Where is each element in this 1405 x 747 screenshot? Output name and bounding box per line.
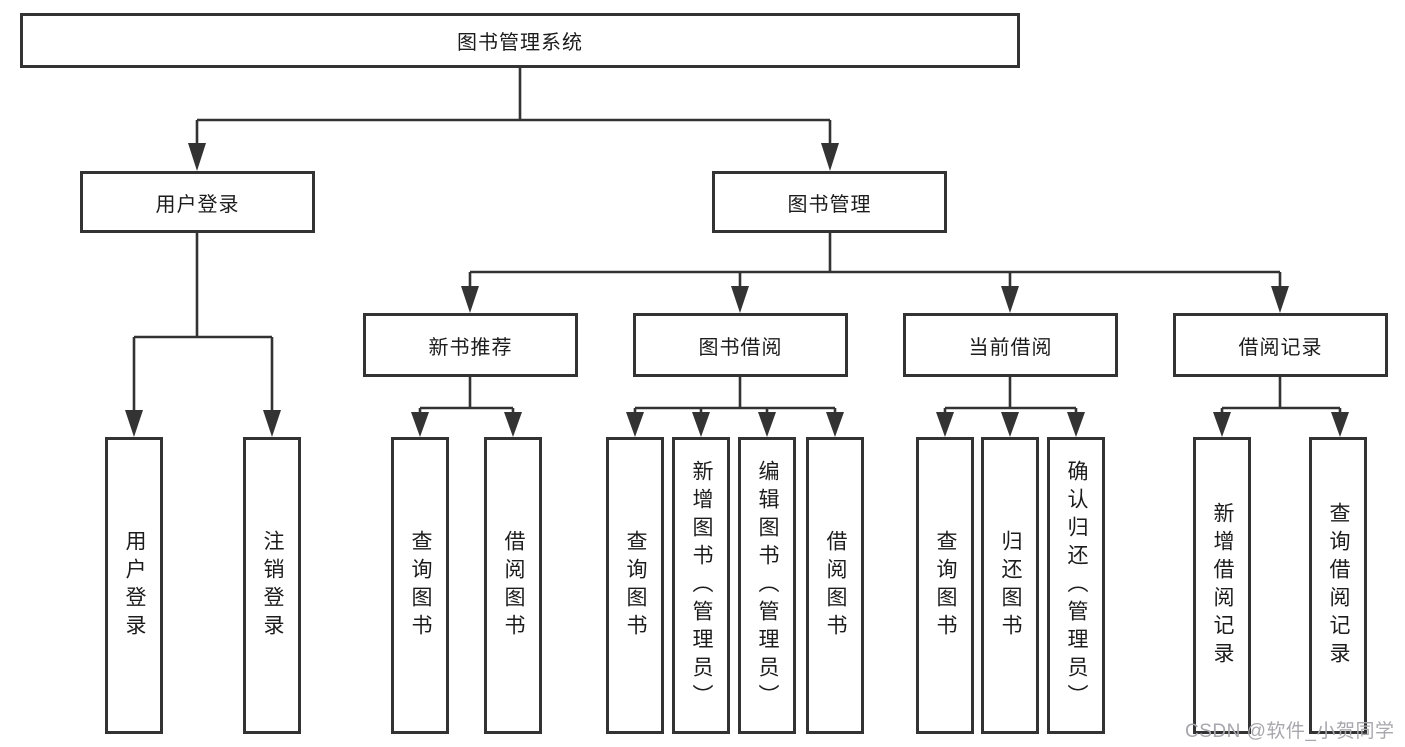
arrow-down-icon — [1331, 412, 1349, 437]
watermark: CSDN @软件_小贺同学 — [1185, 721, 1395, 742]
connector-current-borrowing-children — [936, 377, 1085, 437]
node-book-management: 图书管理 — [712, 171, 947, 233]
node-user-login: 用户登录 — [80, 171, 315, 233]
connector-root-to-level2 — [188, 68, 839, 171]
leaf-user-login: 用户登录 — [105, 437, 163, 734]
node-current-borrowing: 当前借阅 — [903, 313, 1118, 377]
leaf-borrow-books-2: 借阅图书 — [806, 437, 864, 734]
connector-book-borrowing-children — [626, 377, 844, 437]
node-book-borrowing: 图书借阅 — [633, 313, 848, 377]
connector-new-book-children — [411, 377, 522, 437]
leaf-return-books: 归还图书 — [981, 437, 1039, 734]
arrow-down-icon — [125, 410, 143, 437]
leaf-edit-book-admin: 编辑图书（管理员） — [738, 437, 796, 734]
connector-borrowing-records-children — [1213, 377, 1349, 437]
arrow-down-icon — [826, 412, 844, 437]
arrow-down-icon — [1271, 286, 1289, 313]
arrow-down-icon — [263, 410, 281, 437]
arrow-down-icon — [1213, 412, 1231, 437]
leaf-query-books-2: 查询图书 — [606, 437, 664, 734]
leaf-borrow-books-1: 借阅图书 — [484, 437, 542, 734]
arrow-down-icon — [731, 286, 749, 313]
connector-book-management-children — [461, 233, 1289, 313]
arrow-down-icon — [188, 143, 206, 171]
arrow-down-icon — [626, 412, 644, 437]
node-new-book-recommendation: 新书推荐 — [363, 313, 578, 377]
connector-user-login-children — [125, 233, 281, 437]
leaf-logout: 注销登录 — [243, 437, 301, 734]
arrow-down-icon — [821, 143, 839, 171]
leaf-add-book-admin: 新增图书（管理员） — [672, 437, 730, 734]
arrow-down-icon — [1001, 286, 1019, 313]
leaf-query-books-1: 查询图书 — [391, 437, 449, 734]
arrow-down-icon — [461, 286, 479, 313]
leaf-add-borrow-record: 新增借阅记录 — [1193, 437, 1251, 734]
arrow-down-icon — [692, 412, 710, 437]
arrow-down-icon — [936, 412, 954, 437]
arrow-down-icon — [411, 412, 429, 437]
leaf-query-books-3: 查询图书 — [916, 437, 974, 734]
arrow-down-icon — [504, 412, 522, 437]
arrow-down-icon — [1001, 412, 1019, 437]
node-library-management-system: 图书管理系统 — [20, 13, 1020, 68]
arrow-down-icon — [758, 412, 776, 437]
node-borrowing-records: 借阅记录 — [1173, 313, 1388, 377]
arrow-down-icon — [1067, 412, 1085, 437]
leaf-confirm-return-admin: 确认归还（管理员） — [1047, 437, 1105, 734]
leaf-query-borrow-record: 查询借阅记录 — [1309, 437, 1367, 734]
